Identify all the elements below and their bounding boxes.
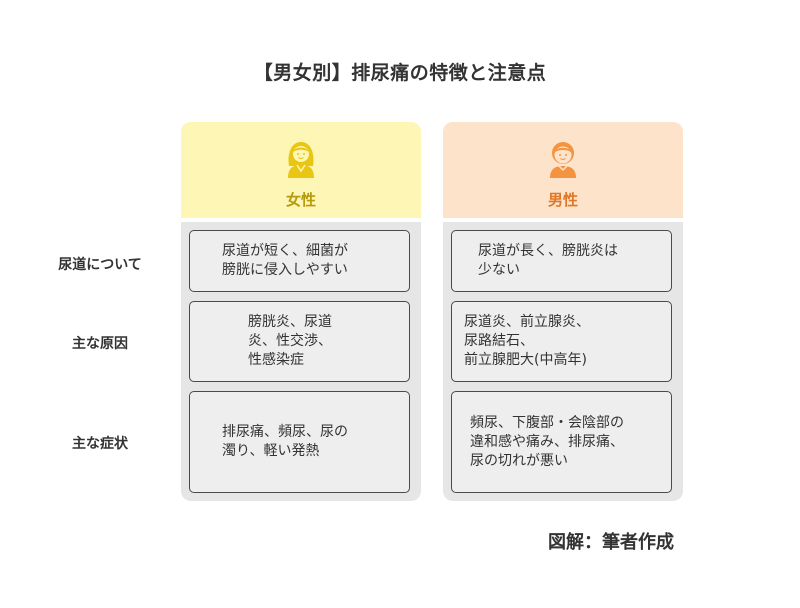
male-symptoms-text: 頻尿、下腹部・会陰部の 違和感や痛み、排尿痛、 尿の切れが悪い — [470, 414, 624, 469]
male-causes-text: 尿道炎、前立腺炎、 尿路結石、 前立腺肥大(中高年) — [464, 314, 590, 368]
female-label: 女性 — [285, 191, 316, 209]
row-label-causes: 主な原因 — [72, 336, 128, 352]
female-column: 女性 尿道が短く、細菌が 膀胱に侵入しやすい 膀胱炎、尿道 炎、性交渉、 性感染… — [181, 122, 421, 501]
female-causes-cell: 膀胱炎、尿道 炎、性交渉、 性感染症 — [189, 301, 410, 382]
row-label-symptoms: 主な症状 — [72, 436, 128, 452]
row-label-urethra: 尿道について — [58, 257, 142, 273]
diagram-title: 【男女別】排尿痛の特徴と注意点 — [253, 62, 547, 84]
male-urethra-text: 尿道が長く、膀胱炎は 少ない — [478, 243, 618, 278]
male-causes-cell: 尿道炎、前立腺炎、 尿路結石、 前立腺肥大(中高年) — [451, 301, 672, 382]
man-avatar-icon — [550, 142, 576, 178]
female-symptoms-cell: 排尿痛、頻尿、尿の 濁り、軽い発熱 — [189, 391, 410, 493]
female-causes-text: 膀胱炎、尿道 炎、性交渉、 性感染症 — [248, 314, 332, 368]
female-urethra-text: 尿道が短く、細菌が 膀胱に侵入しやすい — [222, 243, 348, 278]
male-header-divider — [443, 218, 683, 222]
male-symptoms-cell: 頻尿、下腹部・会陰部の 違和感や痛み、排尿痛、 尿の切れが悪い — [451, 391, 672, 493]
woman-avatar-icon — [288, 142, 314, 178]
female-urethra-cell: 尿道が短く、細菌が 膀胱に侵入しやすい — [189, 230, 410, 292]
female-header: 女性 — [181, 122, 421, 218]
male-urethra-cell: 尿道が長く、膀胱炎は 少ない — [451, 230, 672, 292]
male-header: 男性 — [443, 122, 683, 218]
male-label: 男性 — [547, 191, 578, 209]
female-symptoms-text: 排尿痛、頻尿、尿の 濁り、軽い発熱 — [222, 424, 348, 459]
male-column: 男性 尿道が長く、膀胱炎は 少ない 尿道炎、前立腺炎、 尿路結石、 前立腺肥大(… — [443, 122, 683, 501]
female-header-divider — [181, 218, 421, 222]
figure-credit: 図解：筆者作成 — [548, 532, 674, 553]
